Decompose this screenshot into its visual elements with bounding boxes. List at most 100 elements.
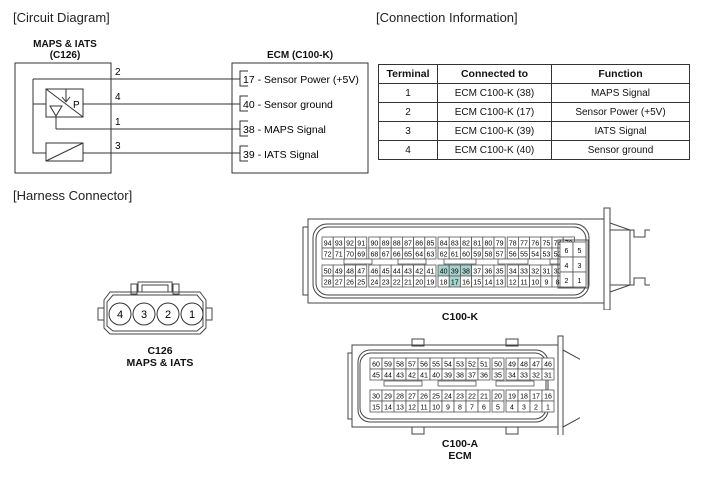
- pin-number: 72: [324, 252, 332, 259]
- pin-number: 22: [468, 394, 476, 401]
- pin-number: 46: [544, 362, 552, 369]
- pin-number: 45: [382, 269, 390, 276]
- pin-number: 10: [432, 405, 440, 412]
- pin-number: 26: [346, 280, 354, 287]
- pin-number: 58: [485, 252, 493, 259]
- pin-number: 49: [508, 362, 516, 369]
- pin-number: 17: [532, 394, 540, 401]
- pin-number: 38: [456, 373, 464, 380]
- pin-number: 31: [544, 373, 552, 380]
- circuit-diagram-title: [Circuit Diagram]: [13, 10, 110, 25]
- sensor-box: [14, 62, 112, 174]
- pin-cell: [424, 275, 437, 288]
- pin-number: 33: [520, 269, 528, 276]
- pin-number: 39: [451, 269, 459, 276]
- pin-number: 91: [357, 241, 365, 248]
- ecm-title: ECM (C100-K): [266, 50, 334, 61]
- pin-number: 3: [578, 263, 582, 270]
- key-slot: [443, 258, 477, 265]
- pin-number: 25: [357, 280, 365, 287]
- pin-number: 12: [408, 405, 416, 412]
- internal-power-line: [32, 79, 46, 154]
- c100k-label: C100-K: [441, 311, 479, 323]
- connected-to-cell: ECM C100-K (40): [437, 140, 552, 160]
- pin-number: 26: [420, 394, 428, 401]
- pin-number: 14: [485, 280, 493, 287]
- sensor-title-line1: MAPS & IATS: [33, 39, 97, 50]
- c126-pin: [108, 302, 132, 326]
- pin-cell: [541, 368, 555, 381]
- pin-number: 4: [510, 405, 514, 412]
- pin-number: 87: [404, 241, 412, 248]
- pin-number: 1: [546, 405, 550, 412]
- pin-number: 20: [494, 394, 502, 401]
- pin-number: 59: [473, 252, 481, 259]
- pressure-symbol: P: [73, 100, 80, 111]
- c100a-label-line2: ECM: [448, 450, 472, 462]
- c126-pin-number: 1: [189, 309, 195, 321]
- pin-number: 11: [520, 280, 527, 287]
- pin-number: 59: [384, 362, 392, 369]
- pin-number: 16: [462, 280, 470, 287]
- pin-number: 90: [371, 241, 379, 248]
- pin-number: 58: [396, 362, 404, 369]
- pin-number: 33: [520, 373, 528, 380]
- pin-number: 64: [415, 252, 423, 259]
- terminal-cell: 3: [378, 121, 438, 141]
- pin-number: 38: [462, 269, 470, 276]
- pin-number: 35: [496, 269, 504, 276]
- pin-number: 85: [427, 241, 435, 248]
- pin-number: 43: [396, 373, 404, 380]
- pin-number: 52: [468, 362, 476, 369]
- key-slot: [383, 380, 423, 387]
- pin-number: 62: [440, 252, 448, 259]
- pin-number: 17: [451, 280, 459, 287]
- pressure-sensor-icon: [45, 88, 84, 129]
- pin-number: 55: [432, 362, 440, 369]
- pin-number: 35: [494, 373, 502, 380]
- pin-number: 7: [470, 405, 474, 412]
- pin-number: 56: [509, 252, 517, 259]
- pin-number: 40: [440, 269, 448, 276]
- pin-number: 42: [408, 373, 416, 380]
- pin-number: 94: [324, 241, 332, 248]
- pin-number: 20: [415, 280, 423, 287]
- pin-number: 60: [372, 362, 380, 369]
- pin-number: 19: [508, 394, 516, 401]
- function-cell: Sensor ground: [551, 140, 690, 160]
- pin-number: 93: [335, 241, 343, 248]
- pin-number: 3: [522, 405, 526, 412]
- pin-number: 61: [451, 252, 459, 259]
- c126-label-line2: MAPS & IATS: [126, 357, 194, 369]
- key-slot: [437, 380, 477, 387]
- key-slot: [495, 380, 535, 387]
- key-slot: [343, 258, 373, 265]
- terminal-cell: 2: [378, 102, 438, 122]
- key-slot: [397, 258, 427, 265]
- pin-number: 55: [520, 252, 528, 259]
- sensor-pin-number: 1: [115, 117, 121, 128]
- pin-number: 60: [462, 252, 470, 259]
- pin-number: 27: [335, 280, 343, 287]
- c126-label: C126 MAPS & IATS: [95, 345, 225, 369]
- c126-pin: [132, 302, 156, 326]
- function-cell: IATS Signal: [551, 121, 690, 141]
- c126-pin-number: 2: [165, 309, 171, 321]
- pin-number: 21: [404, 280, 412, 287]
- pin-number: 16: [544, 394, 552, 401]
- pin-number: 57: [496, 252, 504, 259]
- pin-number: 54: [444, 362, 452, 369]
- c100a-label-line1: C100-A: [441, 438, 479, 450]
- ecm-pin-label: 17 - Sensor Power (+5V): [243, 74, 359, 86]
- pin-number: 84: [440, 241, 448, 248]
- pin-number: 25: [432, 394, 440, 401]
- pin-number: 23: [456, 394, 464, 401]
- pin-number: 1: [578, 278, 582, 285]
- pin-number: 8: [458, 405, 462, 412]
- sensor-pin-number: 4: [115, 92, 121, 103]
- pin-number: 49: [335, 269, 343, 276]
- pin-cell: [477, 400, 491, 413]
- pin-number: 28: [396, 394, 404, 401]
